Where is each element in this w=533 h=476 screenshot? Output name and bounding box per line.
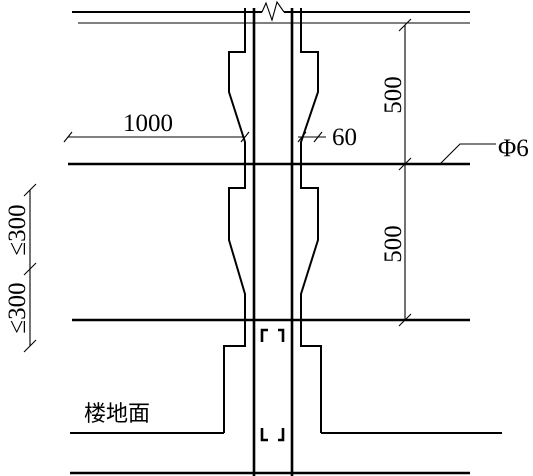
column-base-right — [300, 324, 322, 433]
left-toothed-edge — [228, 8, 246, 324]
top-edge-lines — [72, 0, 470, 24]
anchor-marks — [260, 328, 285, 442]
dimension-spacing-upper: ≤300 — [4, 204, 31, 255]
dimension-upper-500: 500 — [380, 76, 407, 114]
right-dimension — [398, 18, 412, 327]
tie-bars — [68, 162, 470, 322]
right-toothed-edge — [300, 8, 319, 324]
central-column — [223, 8, 322, 476]
floor-label: 楼地面 — [84, 402, 150, 427]
rebar-leader — [439, 143, 496, 165]
dimension-spacing-lower: ≤300 — [4, 282, 31, 333]
left-dimension — [23, 183, 37, 353]
column-base-left — [223, 324, 246, 433]
dimension-60: 60 — [332, 124, 357, 151]
dimension-lower-500: 500 — [380, 225, 407, 263]
floor-lines — [70, 432, 502, 475]
tie-length-dimension — [63, 131, 250, 143]
rebar-label: Φ6 — [498, 135, 529, 162]
break-mark — [261, 0, 285, 22]
dimension-1000: 1000 — [123, 110, 173, 137]
tie-offset-dimension — [297, 131, 326, 143]
